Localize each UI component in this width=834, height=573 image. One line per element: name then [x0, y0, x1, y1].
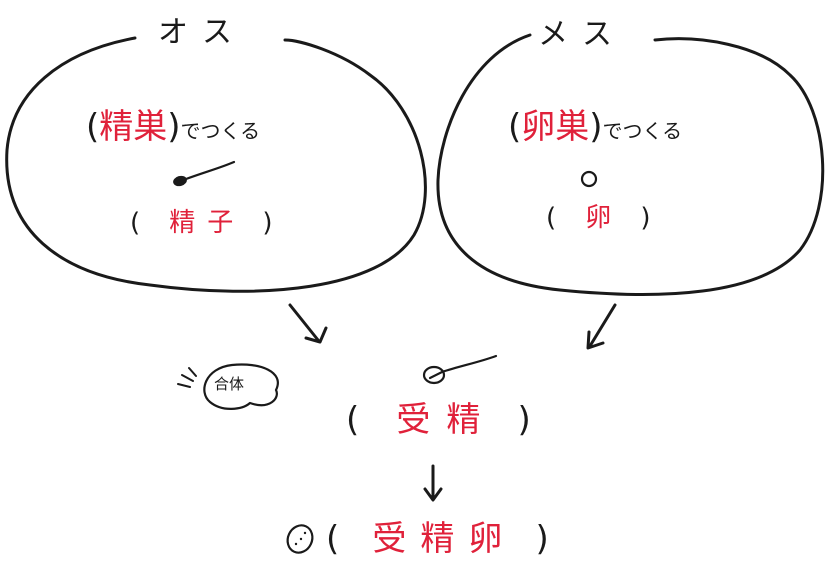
- arrow-male-line: [288, 303, 320, 342]
- male-cell-answer: 精子: [169, 208, 246, 238]
- female-organ-suffix: でつくる: [602, 119, 683, 143]
- sperm-icon: [173, 160, 236, 187]
- male-title: オス: [158, 15, 246, 50]
- zygote-open: (: [326, 519, 354, 559]
- zygote-row: ( 受精卵 ): [326, 522, 563, 556]
- male-organ-row: (精巣)でつくる: [86, 110, 260, 144]
- arrow-male-head: [304, 326, 328, 344]
- female-cell-open: (: [546, 203, 569, 233]
- female-organ-close: ): [589, 107, 603, 147]
- female-cell-row: ( 卵 ): [546, 205, 663, 231]
- arrow-down-head: [423, 487, 443, 502]
- male-cell-open: (: [130, 208, 153, 238]
- fertilization-icon: [422, 354, 498, 385]
- egg-icon: [580, 170, 598, 188]
- male-organ-close: ): [167, 107, 181, 147]
- speech-bubble: [203, 363, 279, 410]
- male-cell-row: ( 精子 ): [130, 210, 285, 236]
- male-cell-close: ): [262, 208, 285, 238]
- arrow-female-head: [586, 330, 605, 350]
- fertilization-answer: 受精: [396, 400, 497, 440]
- male-organ-answer: 精巣: [99, 107, 168, 147]
- female-title: メス: [538, 17, 626, 52]
- fertilization-close: ): [517, 400, 547, 440]
- female-organ-answer: 卵巣: [521, 107, 590, 147]
- emphasis-marks: [177, 367, 197, 388]
- male-blob-outline: [5, 36, 427, 293]
- fertilization-open: (: [346, 400, 376, 440]
- female-organ-open: (: [508, 107, 522, 147]
- male-organ-open: (: [86, 107, 100, 147]
- zygote-close: ): [535, 519, 563, 559]
- female-cell-answer: 卵: [585, 203, 624, 233]
- fertilized-egg-icon: [286, 524, 314, 554]
- bubble-text: 合体: [214, 375, 245, 393]
- male-organ-suffix: でつくる: [180, 119, 261, 143]
- female-organ-row: (卵巣)でつくる: [508, 110, 682, 144]
- female-cell-close: ): [640, 203, 663, 233]
- fertilization-row: ( 受精 ): [346, 403, 547, 437]
- zygote-answer: 受精卵: [372, 519, 517, 559]
- arrow-female-line: [588, 303, 617, 348]
- female-blob-outline: [436, 33, 825, 296]
